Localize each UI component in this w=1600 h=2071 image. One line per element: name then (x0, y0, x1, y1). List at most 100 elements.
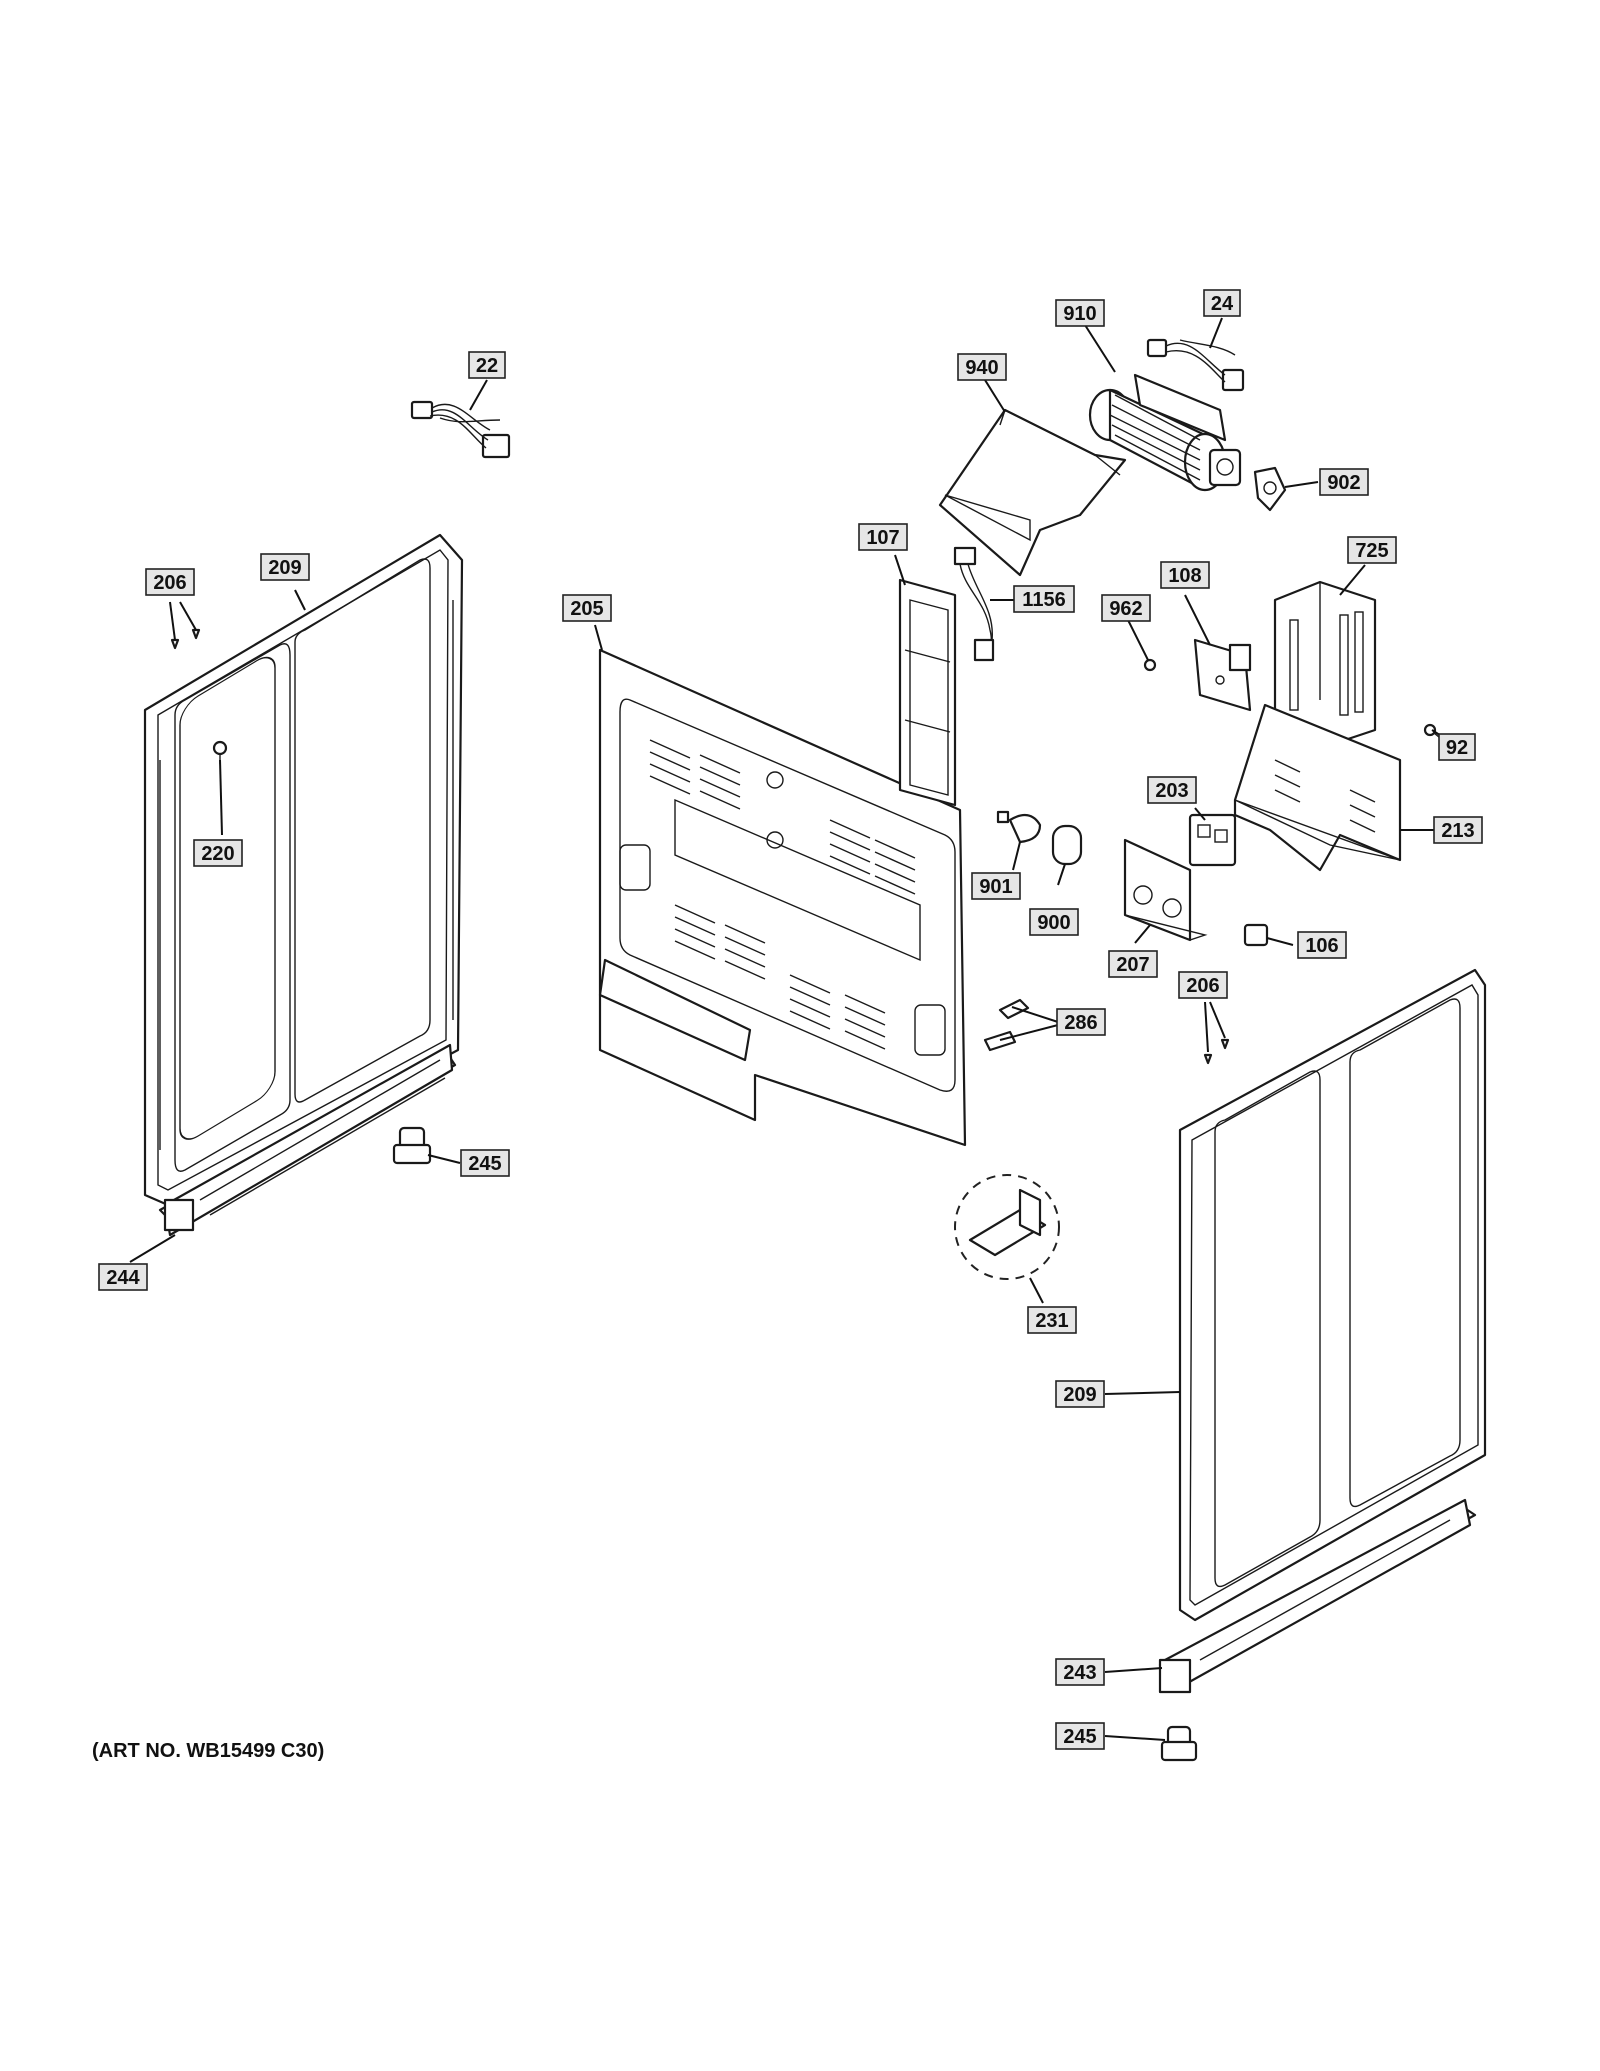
callout-902: 902 (1319, 468, 1369, 496)
callout-text: 245 (468, 1153, 501, 1175)
callout-box (1013, 585, 1075, 613)
callout-box (145, 568, 195, 596)
callout-220: 220 (193, 839, 243, 867)
right-base-rail (1158, 1498, 1477, 1694)
part-106 (1243, 923, 1269, 947)
callout-text: 106 (1305, 935, 1338, 957)
callout-box (1055, 1722, 1105, 1750)
callout-box (260, 553, 310, 581)
callout-243: 243 (1055, 1658, 1105, 1686)
callout-text: 1156 (1022, 589, 1065, 611)
callout-725: 725 (1347, 536, 1397, 564)
callout-box (193, 839, 243, 867)
callout-box (1433, 816, 1483, 844)
callout-92: 92 (1438, 733, 1476, 761)
callout-22: 22 (468, 351, 506, 379)
callout-text: 209 (268, 557, 301, 579)
callout-box (1203, 289, 1241, 317)
callout-box (1101, 594, 1151, 622)
callout-box (1108, 950, 1158, 978)
screws-206-left (170, 628, 201, 650)
callout-box (1029, 908, 1079, 936)
callout-box (1178, 971, 1228, 999)
callout-text: 206 (1186, 975, 1219, 997)
left-base-rail (158, 1043, 457, 1237)
callout-245: 245 (1055, 1722, 1105, 1750)
callout-106: 106 (1297, 931, 1347, 959)
clips-286 (983, 998, 1030, 1052)
callout-text: 244 (106, 1267, 140, 1289)
wire-harness-22 (410, 400, 511, 459)
callout-text: 231 (1035, 1310, 1068, 1332)
callout-text: 940 (965, 357, 998, 379)
callout-box (1297, 931, 1347, 959)
wire-harness-24 (1146, 338, 1245, 392)
control-board (898, 546, 995, 807)
callout-box (1147, 776, 1197, 804)
callout-text: 213 (1441, 820, 1474, 842)
callout-box (1347, 536, 1397, 564)
right-leveling-leg (1160, 1725, 1198, 1762)
fan-shroud (938, 408, 1127, 577)
callout-900: 900 (1029, 908, 1079, 936)
terminal-block-203 (1188, 813, 1237, 867)
callout-text: 108 (1168, 565, 1201, 587)
callout-901: 901 (971, 872, 1021, 900)
callout-1156: 1156 (1013, 585, 1075, 613)
shield-213 (1233, 703, 1402, 872)
callout-206: 206 (145, 568, 195, 596)
callout-box (460, 1149, 510, 1177)
callout-text: 962 (1109, 598, 1142, 620)
callout-244: 244 (98, 1263, 148, 1291)
callout-203: 203 (1147, 776, 1197, 804)
callout-910: 910 (1055, 299, 1105, 327)
callout-209: 209 (1055, 1380, 1105, 1408)
callout-209: 209 (260, 553, 310, 581)
screw-220 (212, 740, 228, 764)
callout-text: 910 (1063, 303, 1096, 325)
callout-box (1319, 468, 1369, 496)
right-side-panel (1178, 968, 1487, 1622)
callout-940: 940 (957, 353, 1007, 381)
callout-108: 108 (1160, 561, 1210, 589)
callout-box (1055, 299, 1105, 327)
callout-box (1160, 561, 1210, 589)
leader-lines (129, 317, 1456, 1741)
art-number: (ART NO. WB15499 C30) (92, 1740, 325, 1762)
relay-board-108 (1193, 638, 1252, 712)
callout-text: 24 (1211, 293, 1234, 315)
callout-text: 92 (1446, 737, 1468, 759)
left-side-panel (143, 533, 464, 1207)
callout-205: 205 (562, 594, 612, 622)
callout-text: 245 (1063, 1726, 1096, 1748)
callout-text: 901 (979, 876, 1012, 898)
callout-text: 206 (153, 572, 186, 594)
callout-text: 220 (201, 843, 234, 865)
callout-box (971, 872, 1021, 900)
callout-245: 245 (460, 1149, 510, 1177)
plate-207 (1123, 838, 1208, 942)
callout-text: 725 (1355, 540, 1388, 562)
callout-286: 286 (1056, 1008, 1106, 1036)
callout-231: 231 (1027, 1306, 1077, 1334)
callout-box (957, 353, 1007, 381)
callout-text: 902 (1327, 472, 1360, 494)
callout-box (98, 1263, 148, 1291)
callout-box (468, 351, 506, 379)
sensor-902 (1253, 466, 1287, 512)
callout-962: 962 (1101, 594, 1151, 622)
callout-text: 900 (1037, 912, 1070, 934)
callout-box (1055, 1380, 1105, 1408)
callout-box (562, 594, 612, 622)
detail-231 (954, 1174, 1060, 1280)
back-panel (598, 648, 967, 1147)
callout-box (1055, 1658, 1105, 1686)
callout-box (1438, 733, 1476, 761)
callout-labels: 22 206 209 220 245 244 205 107 1156 940 910 24 902 10… (98, 289, 1483, 1750)
callout-213: 213 (1433, 816, 1483, 844)
callout-107: 107 (858, 523, 908, 551)
callout-text: 243 (1063, 1662, 1096, 1684)
callout-text: 107 (866, 527, 899, 549)
screw-962 (1143, 658, 1157, 672)
